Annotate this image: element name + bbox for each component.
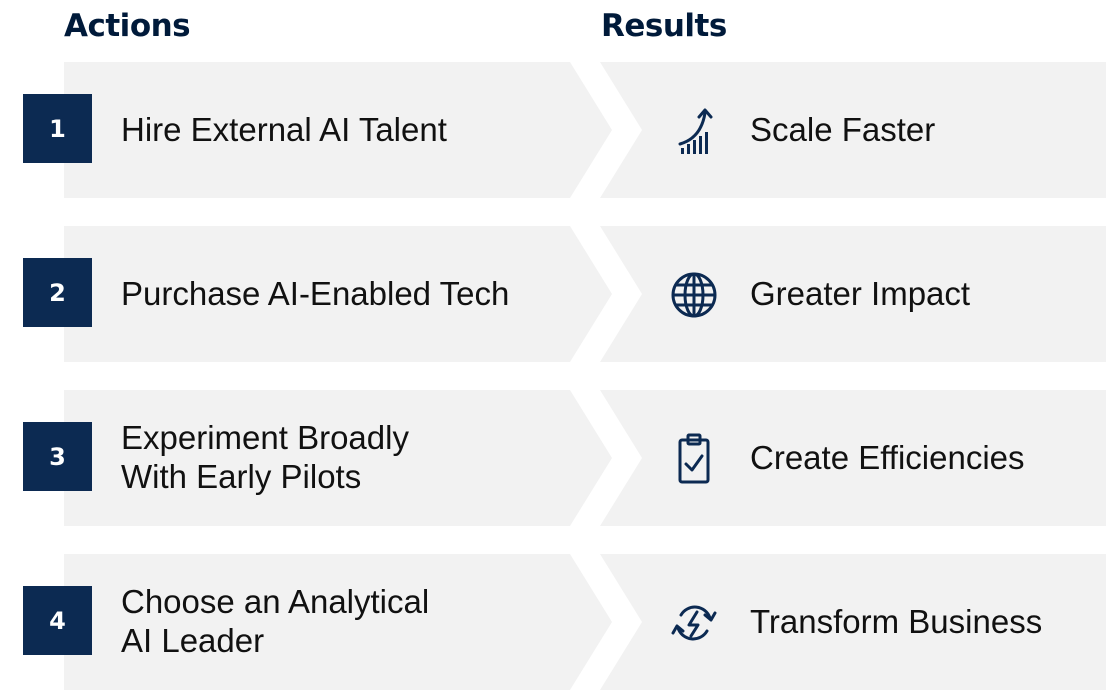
action-label: Experiment Broadly With Early Pilots <box>121 419 409 495</box>
row-background <box>64 390 1106 526</box>
step-number: 3 <box>23 422 92 491</box>
row-background <box>64 226 1106 362</box>
result-label: Greater Impact <box>750 275 971 312</box>
step-number: 1 <box>23 94 92 163</box>
result-label: Transform Business <box>750 603 1043 640</box>
cycle-lightning-icon <box>671 605 717 641</box>
growth-chart-icon <box>678 108 713 154</box>
action-label: Choose an Analytical AI Leader <box>121 583 430 659</box>
actions-header: Actions <box>64 8 191 44</box>
row-4: 4 Choose an Analytical AI Leader Transfo… <box>0 554 1106 690</box>
step-number: 2 <box>23 258 92 327</box>
row-background <box>64 554 1106 690</box>
result-label: Create Efficiencies <box>750 439 1025 476</box>
row-3: 3 Experiment Broadly With Early Pilots C… <box>0 390 1106 526</box>
globe-icon <box>671 272 717 318</box>
row-background <box>64 62 1106 198</box>
clipboard-check-icon <box>678 433 710 484</box>
row-1: 1 Hire External AI Talent Scale Faster <box>0 62 1106 198</box>
row-2: 2 Purchase AI-Enabled Tech Greater Impac… <box>0 226 1106 362</box>
action-label: Hire External AI Talent <box>121 110 447 148</box>
action-label: Purchase AI-Enabled Tech <box>121 274 510 312</box>
results-header: Results <box>601 8 727 44</box>
step-number: 4 <box>23 586 92 655</box>
result-label: Scale Faster <box>750 111 936 148</box>
